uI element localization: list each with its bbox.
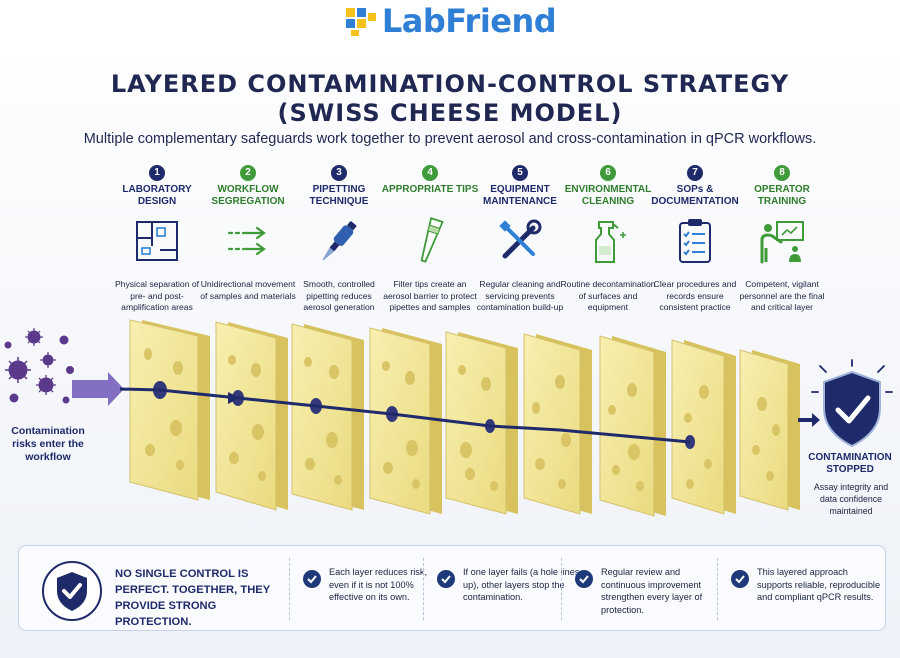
layer-environmental-cleaning: 6 ENVIRONMENTAL CLEANING Routine deconta… [558,162,658,314]
layer-equipment-maintenance: 5 EQUIPMENT MAINTENANCE Regular cleaning… [470,162,570,314]
layer-appropriate-tips: 4 APPROPRIATE TIPS Filter tips create an… [380,162,480,314]
floorplan-icon [136,221,178,261]
layer-title: APPROPRIATE TIPS [381,184,479,195]
virus-icon [25,328,43,346]
virus-icon [59,335,69,345]
layer-description: Routine decontamination of surfaces and … [560,279,656,312]
layer-operator-training: 8 OPERATOR TRAINING Competent, vigilant … [732,162,832,314]
layer-title: WORKFLOW SEGREGATION [211,184,285,207]
layer-description: Unidirectional movement of samples and m… [200,279,296,301]
divider [423,558,424,620]
cheese-slice-2 [215,321,288,511]
contamination-entry-label: Contamination risks enter the workflow [11,425,85,463]
layer-description: Regular cleaning and servicing prevents … [476,279,564,312]
layer-title: SOPs & DOCUMENTATION [651,184,739,207]
trainer-icon [760,221,804,264]
cheese-slice-9 [739,349,800,511]
layer-number: 3 [331,165,347,181]
layer-title: LABORATORY DESIGN [122,184,192,207]
shield-check-icon [811,359,893,448]
page-title-line2: (SWISS CHEESE MODEL) [277,99,623,127]
page-title-line1: LAYERED CONTAMINATION-CONTROL STRATEGY [110,70,790,98]
layer-number: 7 [687,165,703,181]
cheese-slice-7 [599,335,666,517]
cheese-slice-4 [369,327,442,515]
layer-description: Clear procedures and records ensure cons… [653,279,737,312]
cheese-slice-3 [291,323,364,511]
summary-point: This layered approach supports reliable,… [757,567,881,602]
summary-point: If one layer fails (a hole lines up), ot… [463,567,580,602]
layer-title: OPERATOR TRAINING [754,184,810,207]
layer-laboratory-design: 1 LABORATORY DESIGN Physical separation … [107,162,207,314]
layer-description: Physical separation of pre- and post-amp… [114,279,200,312]
summary-panel: NO SINGLE CONTROL IS PERFECT. TOGETHER, … [18,545,886,631]
blocked-arrow [798,413,820,427]
layer-number: 5 [512,165,528,181]
check-icon [303,570,321,588]
cheese-slice-5 [445,331,518,515]
divider [717,558,718,620]
layer-sops-documentation: 7 SOPs & DOCUMENTATION Clear procedures … [645,162,745,314]
layer-number: 6 [600,165,616,181]
virus-icon [66,366,74,374]
tools-icon [499,219,542,259]
virus-icon [5,357,31,383]
virus-icon [9,393,19,403]
virus-icon [36,375,56,395]
logo-mark-icon [345,8,376,36]
labfriend-logo: LabFriend [0,2,900,46]
shield-check-icon [42,561,102,621]
virus-icon [40,352,56,368]
path-arrowhead [228,392,240,404]
layer-number: 2 [240,165,256,181]
arrows-icon [227,226,266,256]
layer-number: 1 [149,165,165,181]
layer-title: ENVIRONMENTAL CLEANING [564,184,652,207]
logo-friend: Friend [445,2,557,40]
layer-workflow-segregation: 2 WORKFLOW SEGREGATION Unidirectional mo… [198,162,298,302]
layer-description: Smooth, controlled pipetting reduces aer… [303,279,375,312]
layer-pipetting-technique: 3 PIPETTING TECHNIQUE Smooth, controlled… [289,162,389,314]
layer-description: Competent, vigilant personnel are the fi… [739,279,825,312]
swiss-cheese-diagram [4,319,893,517]
clipboard-icon [679,219,711,263]
cheese-slice-6 [523,333,592,515]
layer-description: Filter tips create an aerosol barrier to… [383,279,477,312]
contamination-stopped-description: Assay integrity and data confidence main… [813,482,889,516]
virus-icon [4,341,12,349]
virus-cluster [4,328,74,404]
summary-headline: NO SINGLE CONTROL IS PERFECT. TOGETHER, … [115,568,270,628]
pipette-icon [322,221,357,261]
layer-number: 4 [422,165,438,181]
layer-title: PIPETTING TECHNIQUE [309,184,369,207]
cheese-slice-8 [671,339,736,515]
summary-point: Each layer reduces risk, even if it is n… [329,567,428,602]
logo-lab: Lab [381,2,446,40]
check-icon [731,570,749,588]
check-icon [437,570,455,588]
layer-title: EQUIPMENT MAINTENANCE [483,184,557,207]
divider [289,558,290,620]
divider [561,558,562,620]
filter-tip-icon [420,217,444,263]
spray-bottle-icon [595,221,626,263]
logo-band [0,0,900,58]
virus-icon [62,396,70,404]
cheese-slice-1 [129,319,210,501]
entry-arrow [72,372,124,406]
summary-point: Regular review and continuous improvemen… [601,567,703,615]
layer-number: 8 [774,165,790,181]
check-icon [575,570,593,588]
page-subtitle: Multiple complementary safeguards work t… [83,131,817,147]
contamination-path [119,387,691,444]
contamination-stopped-title: CONTAMINATION STOPPED [808,452,892,475]
